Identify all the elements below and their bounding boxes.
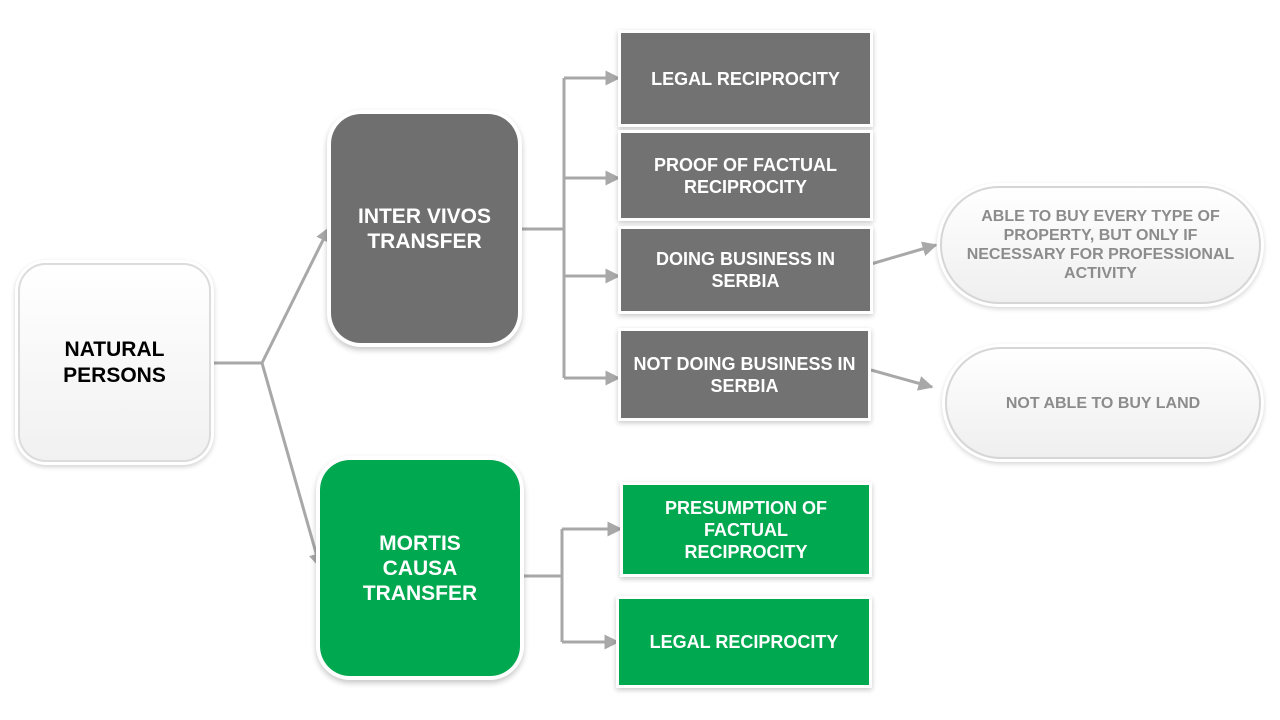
mortis-causa-transfer-node: MORTIS CAUSA TRANSFER: [320, 460, 520, 676]
not-able-to-buy-land-outcome-label: NOT ABLE TO BUY LAND: [1005, 394, 1201, 412]
proof-of-factual-reciprocity-label: PROOF OF FACTUAL RECIPROCITY: [654, 154, 837, 197]
mortis-causa-transfer-label: MORTIS CAUSA TRANSFER: [362, 531, 478, 605]
mortis-legal-reciprocity-label: LEGAL RECIPROCITY: [649, 632, 839, 652]
doing-business-to-outcome-connector: [870, 241, 938, 266]
legal-reciprocity-node: LEGAL RECIPROCITY: [621, 33, 870, 124]
inter-vivos-transfer-node: INTER VIVOS TRANSFER: [331, 114, 518, 343]
not-doing-business-in-serbia-node: NOT DOING BUSINESS IN SERBIA: [621, 331, 868, 418]
presumption-of-factual-reciprocity-label: PRESUMPTION OF FACTUAL RECIPROCITY: [664, 497, 827, 562]
root-to-inter-vivos-connector: [260, 226, 331, 364]
presumption-of-factual-reciprocity-node: PRESUMPTION OF FACTUAL RECIPROCITY: [623, 485, 869, 574]
not-doing-business-to-outcome-connector: [870, 368, 934, 391]
able-to-buy-outcome-label: ABLE TO BUY EVERY TYPE OF PROPERTY, BUT …: [966, 208, 1235, 282]
doing-business-in-serbia-label: DOING BUSINESS IN SERBIA: [655, 249, 836, 291]
inter-vivos-transfer-label: INTER VIVOS TRANSFER: [357, 204, 492, 253]
not-able-to-buy-land-outcome-node: NOT ABLE TO BUY LAND: [945, 347, 1261, 459]
not-doing-business-in-serbia-label: NOT DOING BUSINESS IN SERBIA: [633, 353, 856, 396]
proof-of-factual-reciprocity-node: PROOF OF FACTUAL RECIPROCITY: [621, 133, 870, 218]
able-to-buy-outcome-node: ABLE TO BUY EVERY TYPE OF PROPERTY, BUT …: [940, 186, 1261, 304]
root-to-mortis-causa-connector: [260, 362, 324, 569]
natural-persons-node: NATURAL PERSONS: [18, 263, 211, 462]
doing-business-in-serbia-node: DOING BUSINESS IN SERBIA: [621, 229, 870, 311]
natural-persons-label: NATURAL PERSONS: [63, 337, 166, 387]
mortis-legal-reciprocity-node: LEGAL RECIPROCITY: [619, 599, 869, 685]
legal-reciprocity-label: LEGAL RECIPROCITY: [651, 68, 840, 89]
